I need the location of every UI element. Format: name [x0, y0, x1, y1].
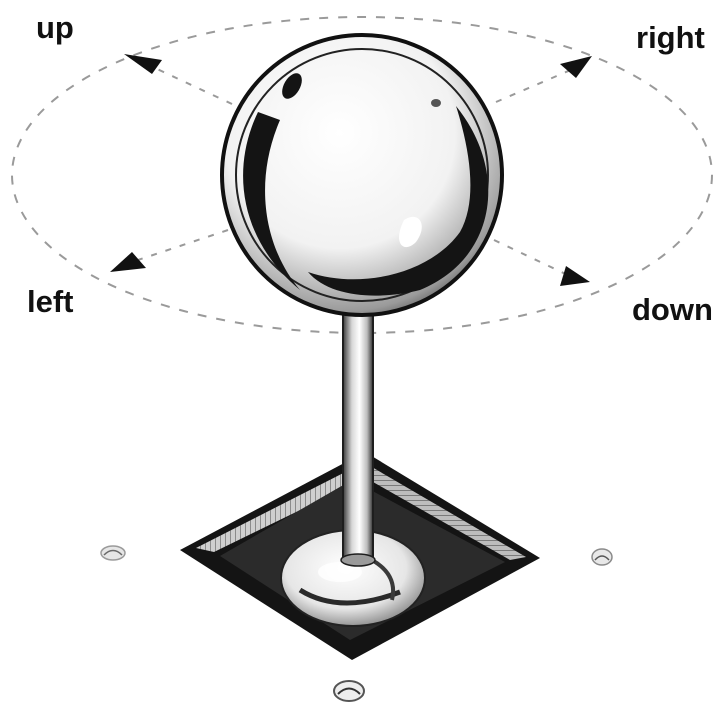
arrow-down-icon	[560, 266, 590, 286]
label-up: up	[36, 12, 74, 43]
joystick-shaft	[341, 300, 375, 566]
screw-right-icon	[592, 549, 612, 565]
screw-bottom-icon	[334, 681, 364, 701]
label-left: left	[27, 286, 74, 317]
label-down: down	[632, 294, 713, 325]
joystick-ball-icon	[222, 35, 502, 315]
arrow-right-icon	[560, 56, 592, 78]
screw-left-icon	[101, 546, 125, 560]
arrow-up-icon	[124, 54, 162, 74]
arrow-left-icon	[110, 252, 146, 272]
label-right: right	[636, 22, 705, 53]
